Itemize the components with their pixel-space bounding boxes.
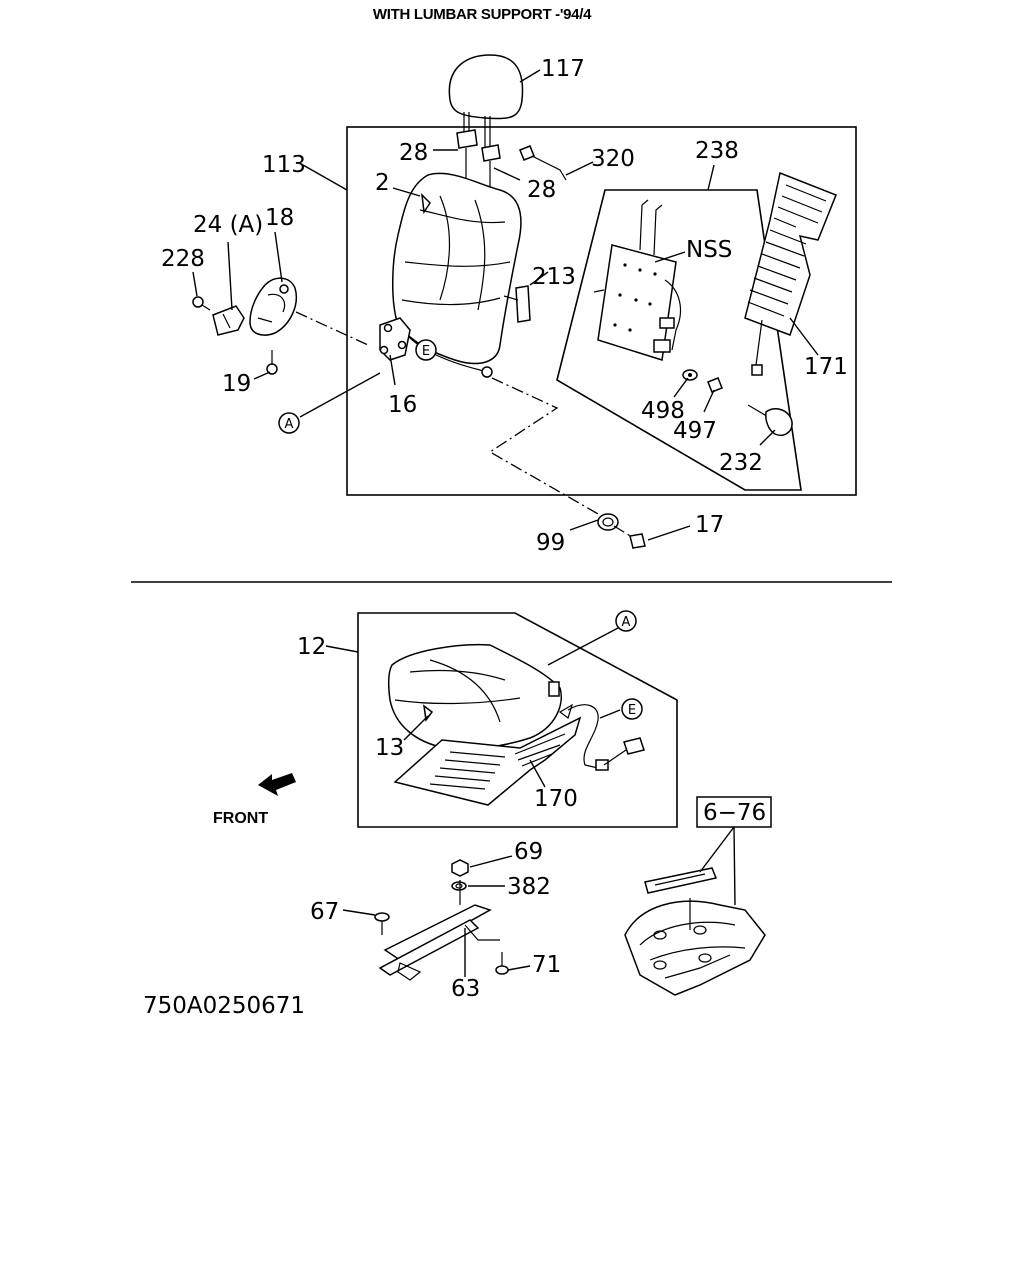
callout-170: 170 xyxy=(534,786,578,812)
callout-nss: NSS xyxy=(686,237,732,263)
callout-498: 498 xyxy=(641,398,685,424)
seat-cushion xyxy=(387,643,562,751)
svg-text:A: A xyxy=(285,417,294,432)
clip-part-320 xyxy=(519,145,567,181)
callout-232: 232 xyxy=(719,450,763,476)
assembly-line-hinge xyxy=(488,377,601,516)
callout-12: 12 xyxy=(297,634,326,660)
ref-marker-A-top: A xyxy=(278,412,300,434)
cushion-heater-pad-170 xyxy=(393,703,645,806)
screw-19 xyxy=(266,350,278,375)
reference-box-6-76 xyxy=(696,796,772,828)
leader-lines-bottom xyxy=(325,627,621,788)
callout-213: 213 xyxy=(532,264,576,290)
headrest-guide-right xyxy=(481,144,501,195)
callout-28-upper: 28 xyxy=(399,140,428,166)
assembly-line-screw xyxy=(613,525,633,538)
callout-24A: 24 (A) xyxy=(193,212,263,238)
ref-marker-E-top: E xyxy=(415,339,437,361)
callout-2: 2 xyxy=(375,170,390,196)
seatback-assembly-frame xyxy=(346,126,857,496)
washer-382 xyxy=(451,881,467,891)
lumbar-support-unit xyxy=(593,199,682,361)
svg-text:E: E xyxy=(422,344,430,359)
screw-228 xyxy=(192,296,211,311)
callout-71: 71 xyxy=(532,952,561,978)
seatback-hinge-bolt xyxy=(481,366,493,378)
callout-117: 117 xyxy=(541,56,585,82)
headrest-part xyxy=(448,54,524,148)
callout-63: 63 xyxy=(451,976,480,1002)
callout-228: 228 xyxy=(161,246,205,272)
svg-text:E: E xyxy=(628,703,636,718)
floor-pan-reference xyxy=(624,867,766,996)
callout-171: 171 xyxy=(804,354,848,380)
callout-113: 113 xyxy=(262,152,306,178)
callout-19: 19 xyxy=(222,371,251,397)
front-label: FRONT xyxy=(213,810,268,827)
front-direction-arrow xyxy=(258,773,296,796)
leader-lines-top xyxy=(192,69,819,541)
seat-rail-63 xyxy=(378,880,500,981)
lumbar-knob-232 xyxy=(747,404,793,436)
callout-18: 18 xyxy=(265,205,294,231)
svg-text:A: A xyxy=(622,615,631,630)
callout-497: 497 xyxy=(673,418,717,444)
callout-6-76: 6−76 xyxy=(703,800,766,826)
callout-17: 17 xyxy=(695,512,724,538)
callout-13: 13 xyxy=(375,735,404,761)
page-title: WITH LUMBAR SUPPORT -'94/4 xyxy=(372,6,592,23)
callout-320: 320 xyxy=(591,146,635,172)
seatback-heater-pad-171 xyxy=(744,171,837,376)
nut-69 xyxy=(451,859,469,877)
lumbar-lever-213 xyxy=(503,285,531,323)
bolt-71 xyxy=(495,952,509,975)
callout-28-lower: 28 xyxy=(527,177,556,203)
callout-99: 99 xyxy=(536,530,565,556)
seatback-pad xyxy=(392,172,522,376)
headrest-guide-left xyxy=(456,129,478,182)
callout-238: 238 xyxy=(695,138,739,164)
lumbar-subassembly-frame xyxy=(556,189,802,491)
screw-17 xyxy=(629,533,646,549)
ref-marker-A-bottom: A xyxy=(615,610,637,632)
callout-69: 69 xyxy=(514,839,543,865)
diagram-code: 750A0250671 xyxy=(143,993,305,1019)
recliner-bracket-16 xyxy=(379,317,411,361)
recliner-cover-18 xyxy=(249,277,297,336)
callout-16: 16 xyxy=(388,392,417,418)
bolt-497 xyxy=(707,377,723,393)
washer-498 xyxy=(682,369,698,381)
leader-lines-rail xyxy=(342,855,531,977)
assembly-line-recliner xyxy=(295,311,369,346)
bolt-67 xyxy=(374,912,390,935)
callout-382: 382 xyxy=(507,874,551,900)
grommet-99 xyxy=(597,513,619,531)
recliner-knob-24 xyxy=(212,305,245,336)
cushion-assembly-frame xyxy=(357,612,678,828)
ref-marker-E-bottom: E xyxy=(621,698,643,720)
callout-67: 67 xyxy=(310,899,339,925)
leader-lines-6-76 xyxy=(699,826,736,906)
